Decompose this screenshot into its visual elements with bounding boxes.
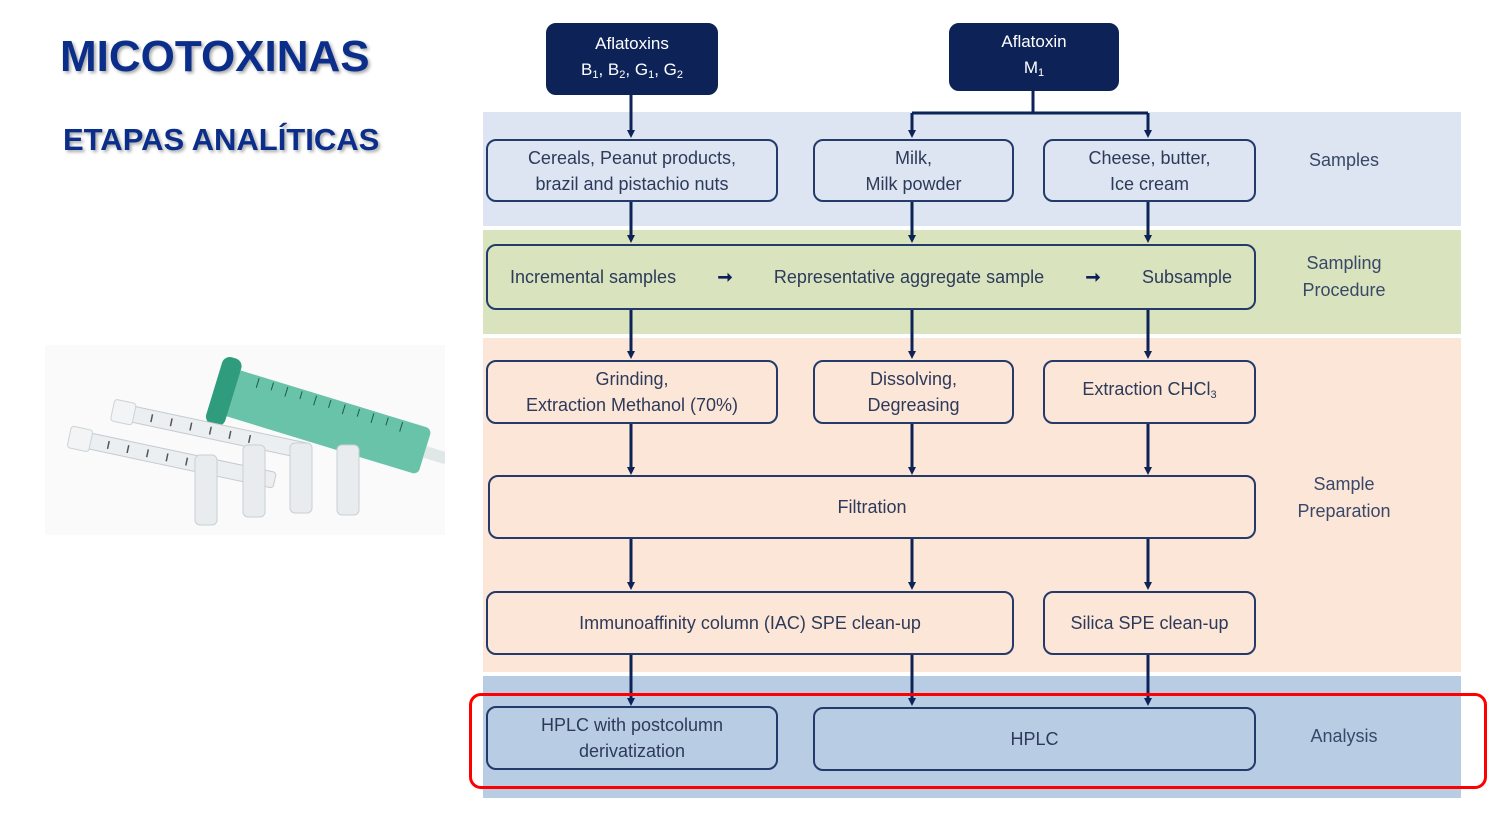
sample-milk-line1: Milk, [895, 147, 932, 168]
prep-filtration: Filtration [488, 475, 1256, 539]
filter-tip-2 [242, 444, 266, 518]
prep-dissolving: Dissolving, Degreasing [813, 360, 1014, 424]
analysis-hplc-postcolumn: HPLC with postcolumn derivatization [486, 706, 778, 770]
sampling-procedure-box: Incremental samples ➞ Representative agg… [486, 244, 1256, 310]
page-title: MICOTOXINAS [60, 32, 370, 81]
page-subtitle: ETAPAS ANALÍTICAS [63, 122, 380, 157]
prep-grinding-line1: Grinding, [595, 369, 669, 389]
right-arrow-icon: ➞ [717, 267, 733, 287]
prep-dissolving-line2: Degreasing [867, 395, 960, 415]
sample-cheese: Cheese, butter, Ice cream [1043, 139, 1256, 202]
source-1-line2: B1, B2, G1, G2 [581, 59, 683, 81]
sample-milk: Milk, Milk powder [813, 139, 1014, 202]
large-syringe-tip [423, 446, 448, 465]
filter-tip-4 [336, 444, 360, 516]
step-representative-aggregate: Representative aggregate sample [773, 267, 1045, 287]
stage-label-analysis: Analysis [1310, 726, 1378, 746]
cleanup-silica: Silica SPE clean-up [1043, 591, 1256, 655]
source-1-line1: Aflatoxins [595, 33, 669, 53]
stage-label-samples: Samples [1308, 150, 1380, 170]
source-2-line1: Aflatoxin [1001, 31, 1067, 51]
analysis-highlight-frame [469, 693, 1487, 789]
sample-cereals-line1: Cereals, Peanut products, [527, 147, 737, 168]
prep-extraction-text: Extraction CHCl3 [1082, 379, 1217, 401]
sample-cereals-line2: brazil and pistachio nuts [535, 173, 729, 194]
step-incremental-samples: Incremental samples [510, 267, 677, 287]
step-subsample: Subsample [1141, 267, 1232, 287]
cleanup-iac: Immunoaffinity column (IAC) SPE clean-up [486, 591, 1014, 655]
stage-label-sampling: Sampling Procedure [1302, 253, 1386, 300]
sample-cereals: Cereals, Peanut products, brazil and pis… [486, 139, 778, 202]
right-arrow-icon: ➞ [1085, 267, 1101, 287]
prep-grinding-line2: Extraction Methanol (70%) [525, 395, 739, 415]
prep-dissolving-line1: Dissolving, [869, 369, 958, 389]
filter-tip-1 [194, 454, 218, 526]
source-aflatoxins-b-g: Aflatoxins B1, B2, G1, G2 [546, 23, 718, 95]
sample-milk-line2: Milk powder [865, 173, 962, 194]
syringe-icon [67, 357, 448, 526]
sample-cheese-line2: Ice cream [1109, 173, 1190, 194]
analysis-hplc-postcolumn-line2: derivatization [578, 741, 686, 761]
large-syringe-barrel [218, 369, 431, 474]
analysis-hplc-postcolumn-line1: HPLC with postcolumn [540, 715, 724, 735]
source-aflatoxin-m1: Aflatoxin M1 [949, 23, 1119, 91]
filter-tip-3 [289, 442, 313, 514]
large-syringe-flange [205, 357, 242, 426]
syringe-photo [45, 345, 448, 535]
source-2-line2: M1 [1023, 57, 1045, 79]
stage-label-sample-preparation: Sample Preparation [1297, 474, 1391, 521]
prep-grinding: Grinding, Extraction Methanol (70%) [486, 360, 778, 424]
sample-cheese-line1: Cheese, butter, [1088, 147, 1211, 168]
analysis-hplc: HPLC [813, 707, 1256, 771]
prep-extraction-chcl3: Extraction CHCl3 [1043, 360, 1256, 424]
